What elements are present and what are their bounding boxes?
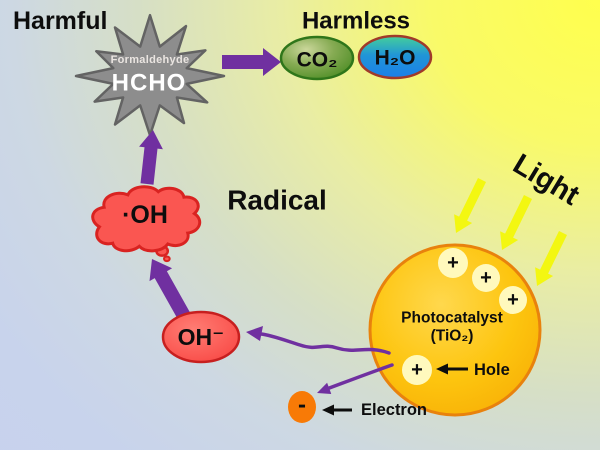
electron-circle [288, 391, 316, 423]
light-ray-icon [454, 178, 486, 233]
electron-label: Electron [361, 401, 427, 419]
hole-circle [438, 248, 468, 278]
hole-callout-arrow [436, 363, 468, 375]
arrow-radical-to-hcho [139, 130, 163, 185]
hcho-formula-label: HCHO [112, 70, 187, 97]
hydroxyl-radical-cloud [93, 187, 200, 261]
hydroxide-ellipse [161, 310, 241, 364]
light-ray-icon [535, 231, 567, 286]
tio2-label: (TiO₂) [431, 328, 474, 345]
radical-label: Radical [227, 185, 327, 216]
electron-minus-symbol: - [298, 392, 306, 419]
hole-circle [499, 286, 527, 314]
hole-plus-symbol: + [507, 289, 519, 311]
h2o-ellipse [357, 34, 433, 80]
formaldehyde-starburst [74, 13, 226, 137]
co2-label: CO₂ [297, 49, 338, 72]
hole-plus-symbol: + [447, 252, 459, 274]
h2o-label: H₂O [375, 47, 416, 70]
electron-callout-arrow [322, 404, 352, 416]
harmful-label: Harmful [13, 7, 107, 35]
hydroxide-ion-label: OH⁻ [178, 324, 225, 350]
harmless-label: Harmless [302, 8, 410, 35]
co2-ellipse [279, 35, 355, 81]
hole-circle [402, 355, 432, 385]
hydroxyl-radical-label: ·OH [122, 201, 168, 229]
light-ray-icon [500, 195, 532, 250]
arrow-catalyst-to-hydroxide [246, 326, 391, 355]
hole-label: Hole [474, 361, 510, 379]
arrow-hydroxide-to-radical [149, 259, 191, 320]
hole-plus-symbol: + [411, 359, 423, 381]
arrow-hcho-to-products [222, 48, 281, 76]
photocatalyst-name-label: Photocatalyst [401, 310, 503, 327]
formaldehyde-name-label: Formaldehyde [111, 54, 190, 66]
hole-plus-symbol: + [480, 267, 492, 289]
arrow-catalyst-to-electron [317, 363, 394, 394]
hole-circle [472, 264, 500, 292]
light-label: Light [507, 148, 585, 212]
